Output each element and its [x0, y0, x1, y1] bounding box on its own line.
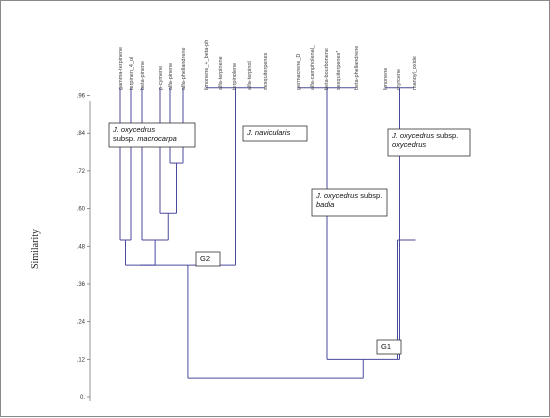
y-tick-label: .24: [77, 320, 86, 326]
annotation-box-navicularis: [242, 125, 308, 142]
annotation-span: J. navicularis: [246, 128, 291, 137]
dendrogram-branches: [119, 87, 416, 379]
leaf-labels: gamma-terpinene terpinen_4_ol beta-pinene p…: [118, 40, 418, 90]
annotation-box-badia: [311, 188, 388, 217]
annotation-box-g1: [376, 339, 402, 355]
y-tick-label: .96: [77, 94, 86, 100]
annotation-text-g1: G1: [381, 342, 391, 351]
y-tick-label: 0.: [80, 395, 85, 401]
leaf-label: beta-pinene: [140, 61, 146, 90]
leaf-label: terpinolene: [232, 63, 238, 90]
annotation-text-macrocarpa: J. oxycedrus: [112, 125, 155, 134]
leaf-label: sesquiterpenes*: [336, 50, 342, 90]
annotation-text-oxycedrus: J. oxycedrus subsp.: [391, 131, 458, 140]
y-tick-label: .48: [77, 244, 86, 250]
leaf-label: sesquiterpenes: [263, 52, 269, 90]
annotation-box-macrocarpa: [108, 122, 196, 148]
leaf-label: manoyl_oxide: [412, 56, 418, 90]
y-tick-label: .36: [77, 282, 86, 288]
annotation-box-g2: [195, 251, 221, 267]
leaf-label: germacrene_D: [296, 54, 302, 90]
annotation-text-oxycedrus: oxycedrus: [392, 140, 426, 149]
annotation-span: G2: [200, 254, 210, 263]
leaf-label: alfa-campholenal_: [310, 44, 316, 90]
leaf-label: terpinen_4_ol: [129, 57, 135, 90]
y-tick-label: .60: [77, 207, 86, 213]
leaf-label: gamma-terpinene: [118, 47, 124, 90]
annotation-span: J. oxycedrus: [112, 125, 155, 134]
annotation-box-oxycedrus: [387, 128, 471, 157]
annotation-text-macrocarpa: subsp. macrocarpa: [113, 134, 177, 143]
annotation-span: oxycedrus: [392, 140, 426, 149]
y-axis-label: Similarity: [30, 229, 41, 269]
leaf-label: limonene: [383, 68, 389, 90]
leaf-label: myrcene: [396, 69, 402, 90]
leaf-label: beta-phellandrene: [354, 46, 360, 90]
annotation-text-badia: badia: [316, 200, 334, 209]
annotation-span: J. oxycedrus: [391, 131, 434, 140]
y-tick-label: .84: [77, 131, 86, 137]
annotation-text-badia: J. oxycedrus subsp.: [315, 191, 382, 200]
annotation-span: subsp.: [434, 131, 458, 140]
annotation-span: subsp.: [113, 134, 137, 143]
y-tick-label: .72: [77, 169, 86, 175]
annotation-text-g2: G2: [200, 254, 210, 263]
y-tick-label: .12: [77, 357, 86, 363]
y-axis: 0. .12 .24 .36 .48 .60 .72 .84 .96: [77, 94, 91, 401]
leaf-label: alfa-phellandrene: [181, 47, 187, 90]
annotation-span: G1: [381, 342, 391, 351]
leaf-label: beta-bourbonene: [324, 48, 330, 90]
leaf-label: alfa-pinene: [168, 63, 174, 90]
annotation-span: macrocarpa: [137, 134, 177, 143]
leaf-label: alfa-terpinene: [218, 56, 224, 90]
leaf-label: p-cymene: [158, 66, 164, 90]
annotation-span: J. oxycedrus: [315, 191, 358, 200]
annotation-text-navicularis: J. navicularis: [246, 128, 291, 137]
leaf-label: alfa-terpinol: [247, 61, 253, 90]
leaf-label: limonene_+_beta-ph: [204, 40, 210, 90]
annotation-span: badia: [316, 200, 334, 209]
annotation-span: subsp.: [358, 191, 382, 200]
